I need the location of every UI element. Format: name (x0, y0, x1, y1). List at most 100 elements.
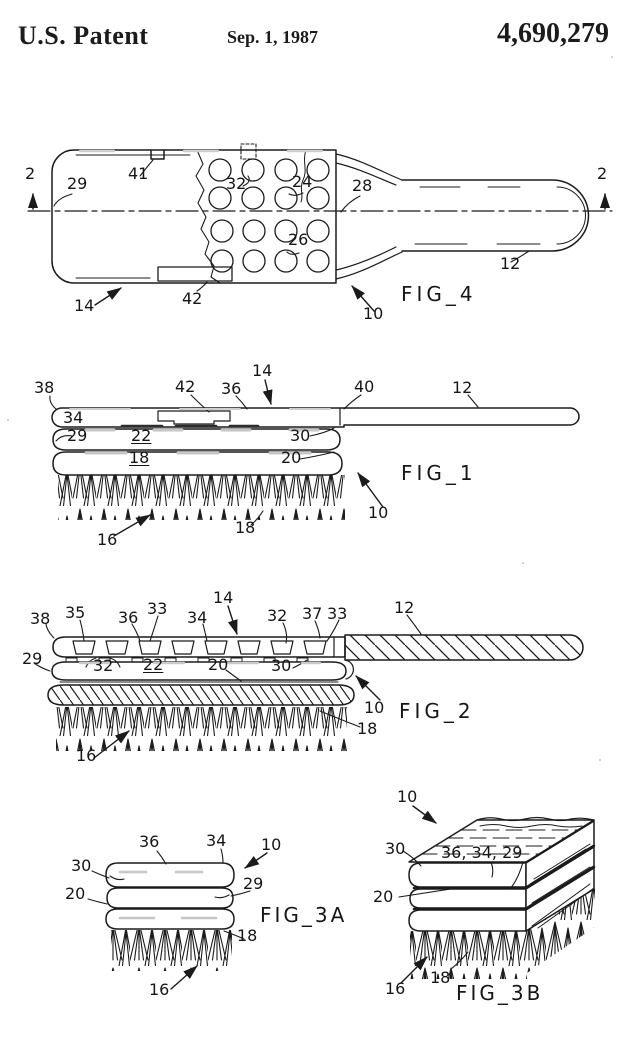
fig2-caption: FIG_2 (399, 699, 475, 723)
fig2-label-32-top: 32 (267, 606, 288, 625)
fig4-label-28: 28 (352, 176, 373, 195)
fig2-backing-layer (52, 636, 346, 658)
fig2-label-33-right: 33 (327, 604, 348, 623)
fig2-label-38: 38 (30, 609, 51, 628)
fig4-label-42: 42 (182, 289, 203, 308)
fig2-label-20: 20 (208, 655, 229, 674)
fig1-arrow-16 (113, 514, 151, 537)
fig3b-label-20: 20 (373, 887, 394, 906)
fig3b-side-bristles (527, 889, 595, 973)
fig4-latch-tab (150, 149, 165, 160)
fig1-caption: FIG_1 (401, 461, 477, 485)
fig3a-label-20: 20 (65, 884, 86, 903)
fig4-label-14: 14 (74, 296, 95, 315)
fig4-label-10: 10 (363, 304, 384, 323)
fig2-label-16: 16 (76, 746, 97, 765)
fig4-leader-lines (53, 159, 530, 292)
fig3b-layer1 (408, 862, 527, 888)
fig1-label-12: 12 (452, 378, 473, 397)
fig1-bristles (58, 475, 345, 520)
fig3b-end-bands (524, 820, 596, 932)
fig1-label-36: 36 (221, 379, 242, 398)
fig3a-label-10: 10 (261, 835, 282, 854)
fig4-label-24: 24 (292, 172, 313, 191)
fig3a-bristles (111, 930, 232, 971)
scan-specks (7, 56, 613, 761)
patent-header-number: 4,690,279 (497, 18, 609, 49)
fig4-latch-plate (157, 266, 233, 282)
fig3a-label-18: 18 (237, 926, 258, 945)
fig4-label-32: 32 (226, 174, 247, 193)
fig4-head-outline (51, 149, 337, 284)
fig3a-arrow-10 (244, 852, 268, 869)
fig2-pad-layer (51, 661, 347, 681)
fig3a-label-30: 30 (71, 856, 92, 875)
fig1-label-22: 22 (131, 426, 152, 445)
fig2-label-35: 35 (65, 603, 86, 622)
fig3b-label-30: 30 (385, 839, 406, 858)
fig1-arrow-10 (357, 472, 384, 508)
fig2-arrow-14 (227, 605, 238, 635)
fig1-drawing (49, 379, 580, 537)
fig3b-label-36-34-29: 36, 34, 29 (441, 843, 523, 862)
fig1-label-34: 34 (63, 408, 84, 427)
fig4-label-29: 29 (67, 174, 88, 193)
fig4-caption: FIG_4 (401, 282, 477, 306)
fig4-label-41: 41 (128, 164, 149, 183)
fig1-backing-and-handle (51, 407, 580, 428)
fig1-label-14: 14 (252, 361, 273, 380)
fig2-label-22: 22 (143, 655, 164, 674)
fig2-drawing (33, 605, 584, 759)
fig2-leader-lines (33, 614, 422, 728)
fig1-label-42: 42 (175, 377, 196, 396)
fig3b-arrow-10 (412, 805, 437, 824)
fig1-leader-lines (49, 394, 479, 526)
fig1-label-40: 40 (354, 377, 375, 396)
fig4-section-label-left: 2 (25, 164, 36, 183)
fig1-label-20: 20 (281, 448, 302, 467)
fig2-arrow-16 (93, 730, 130, 759)
fig3a-label-36: 36 (139, 832, 160, 851)
fig3b-front-bristles (410, 931, 527, 979)
fig4-label-26: 26 (288, 230, 309, 249)
fig1-pad-layer (52, 428, 341, 451)
fig3a-label-16: 16 (149, 980, 170, 999)
fig3a-layer2 (106, 887, 234, 909)
fig2-tuft-anchor-cells (72, 640, 327, 655)
fig1-label-16: 16 (97, 530, 118, 549)
fig2-bristles (56, 707, 347, 751)
fig1-arrow-14 (262, 379, 273, 405)
fig3b-arrow-16 (400, 956, 428, 984)
fig3a-layer1 (105, 862, 235, 888)
fig2-label-14: 14 (213, 588, 234, 607)
fig4-handle-outline (401, 179, 590, 252)
fig2-label-18: 18 (357, 719, 378, 738)
fig3b-label-10: 10 (397, 787, 418, 806)
fig3a-arrow-16 (170, 965, 198, 990)
fig3b-drawing (398, 805, 596, 984)
fig3b-label-18: 18 (430, 968, 451, 987)
fig1-label-38: 38 (34, 378, 55, 397)
fig2-stud-bits (65, 657, 309, 663)
fig1-latch-plate (157, 410, 231, 425)
fig1-label-10: 10 (368, 503, 389, 522)
fig2-label-37: 37 (302, 604, 323, 623)
fig2-label-29: 29 (22, 649, 43, 668)
fig3b-caption: FIG_3B (456, 981, 544, 1005)
fig2-label-32-mid: 32 (93, 656, 114, 675)
patent-header-date: Sep. 1, 1987 (227, 27, 319, 47)
fig2-label-36: 36 (118, 608, 139, 627)
fig4-hidden-tab (240, 143, 257, 160)
fig3b-layer3 (408, 909, 527, 932)
fig2-handle-section (344, 634, 584, 661)
fig3a-label-34: 34 (206, 831, 227, 850)
fig3a-layer3 (105, 908, 235, 930)
fig2-label-30: 30 (271, 656, 292, 675)
fig4-arrow-10 (351, 285, 375, 312)
fig4-neck (335, 153, 403, 280)
fig2-label-10: 10 (364, 698, 385, 717)
fig3a-label-29: 29 (243, 874, 264, 893)
fig3b-layer2 (409, 888, 527, 909)
fig3b-label-16: 16 (385, 979, 406, 998)
